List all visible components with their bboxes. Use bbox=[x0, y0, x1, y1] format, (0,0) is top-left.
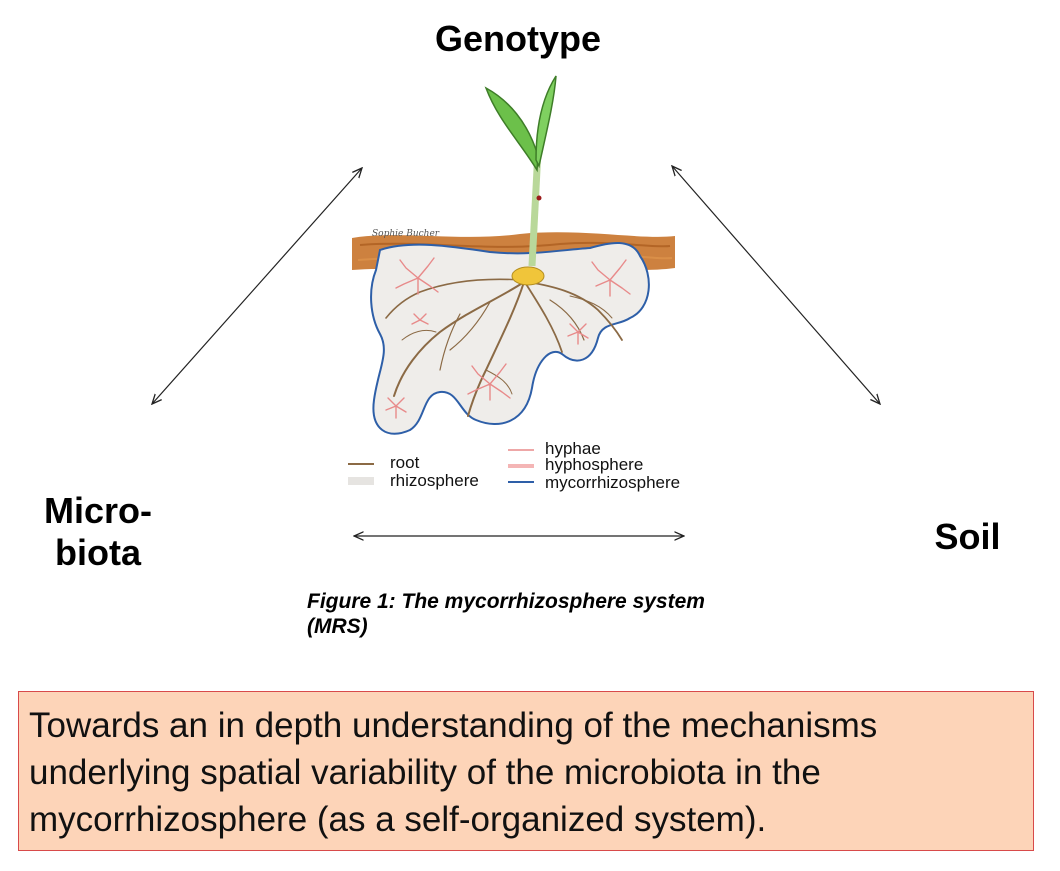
root-system bbox=[385, 278, 623, 417]
legend-root-label: root bbox=[390, 453, 420, 472]
figure-caption-line2: (MRS) bbox=[307, 615, 368, 638]
illustrator-signature: Sophie Bucher bbox=[372, 229, 440, 239]
plant-seedling bbox=[484, 75, 557, 286]
mycorrhizosphere-illustration: Sophie Bucher bbox=[348, 75, 680, 492]
microbiota-label-line2: biota bbox=[55, 532, 141, 573]
legend-mycorrhizosphere-label: mycorrhizosphere bbox=[545, 473, 680, 492]
illustration-legend: root rhizosphere hyphae hyphosphere myco… bbox=[348, 439, 680, 492]
microbiota-label: Micro- biota bbox=[20, 490, 176, 574]
genotype-label: Genotype bbox=[434, 18, 602, 59]
figure-caption-line1: Figure 1: The mycorrhizosphere system bbox=[307, 590, 705, 613]
figure-caption: Figure 1: The mycorrhizosphere system (M… bbox=[307, 589, 777, 639]
legend-hyphosphere-label: hyphosphere bbox=[545, 455, 643, 474]
hyphae-clusters bbox=[385, 257, 631, 419]
microbiota-label-line1: Micro- bbox=[44, 490, 152, 531]
mycorrhizosphere-outline bbox=[370, 242, 650, 435]
summary-box: Towards an in depth understanding of the… bbox=[18, 691, 1034, 851]
soil-label: Soil bbox=[934, 516, 1001, 557]
summary-text: Towards an in depth understanding of the… bbox=[29, 706, 878, 839]
arrow-genotype-soil bbox=[672, 166, 880, 404]
legend-rhizosphere-label: rhizosphere bbox=[390, 471, 479, 490]
legend-hyphae-label: hyphae bbox=[545, 439, 601, 458]
arrow-microbiota-genotype bbox=[152, 168, 362, 404]
